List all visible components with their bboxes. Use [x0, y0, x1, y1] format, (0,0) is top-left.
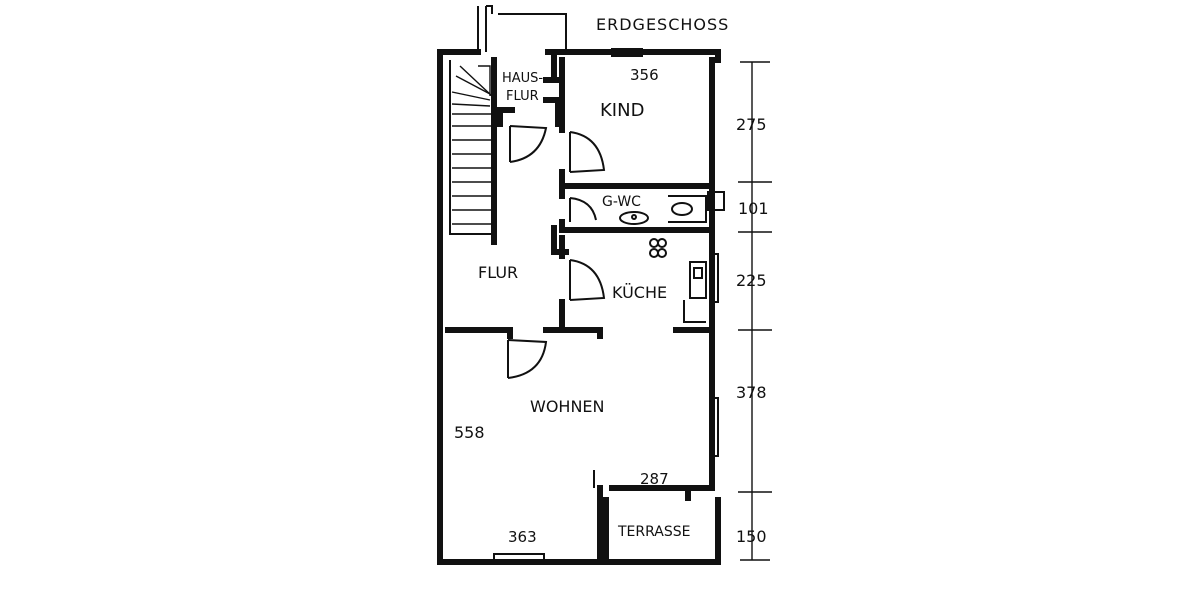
room-label-gwc: G-WC	[602, 194, 641, 210]
room-label-hausflur-2: FLUR	[506, 89, 539, 104]
fixtures	[619, 195, 707, 323]
plan-title: ERDGESCHOSS	[596, 15, 729, 34]
staircase	[449, 57, 497, 245]
dimension-chain-right	[738, 61, 772, 561]
room-label-kueche: KÜCHE	[612, 283, 667, 302]
dim-right-terrasse: 150	[736, 527, 767, 546]
interior-walls	[445, 49, 715, 339]
room-label-flur: FLUR	[478, 263, 518, 282]
room-label-terrasse: TERRASSE	[617, 524, 690, 540]
doors	[507, 125, 606, 488]
dim-right-kind: 275	[736, 115, 767, 134]
room-label-wohnen: WOHNEN	[530, 397, 605, 416]
dim-kind-width: 356	[630, 66, 659, 84]
dim-right-wc: 101	[738, 199, 769, 218]
room-label-hausflur-1: HAUS-	[502, 71, 543, 86]
dim-right-kueche: 225	[736, 271, 767, 290]
entrance-porch	[477, 5, 567, 52]
outer-walls	[437, 49, 721, 565]
room-label-kind: KIND	[600, 100, 644, 121]
dim-right-wohnen: 378	[736, 383, 767, 402]
dim-wohnen-width-step: 287	[640, 470, 669, 488]
dim-wohnen-depth: 558	[454, 423, 485, 442]
dim-wohnen-width-bottom: 363	[508, 528, 537, 546]
windows	[493, 48, 725, 563]
